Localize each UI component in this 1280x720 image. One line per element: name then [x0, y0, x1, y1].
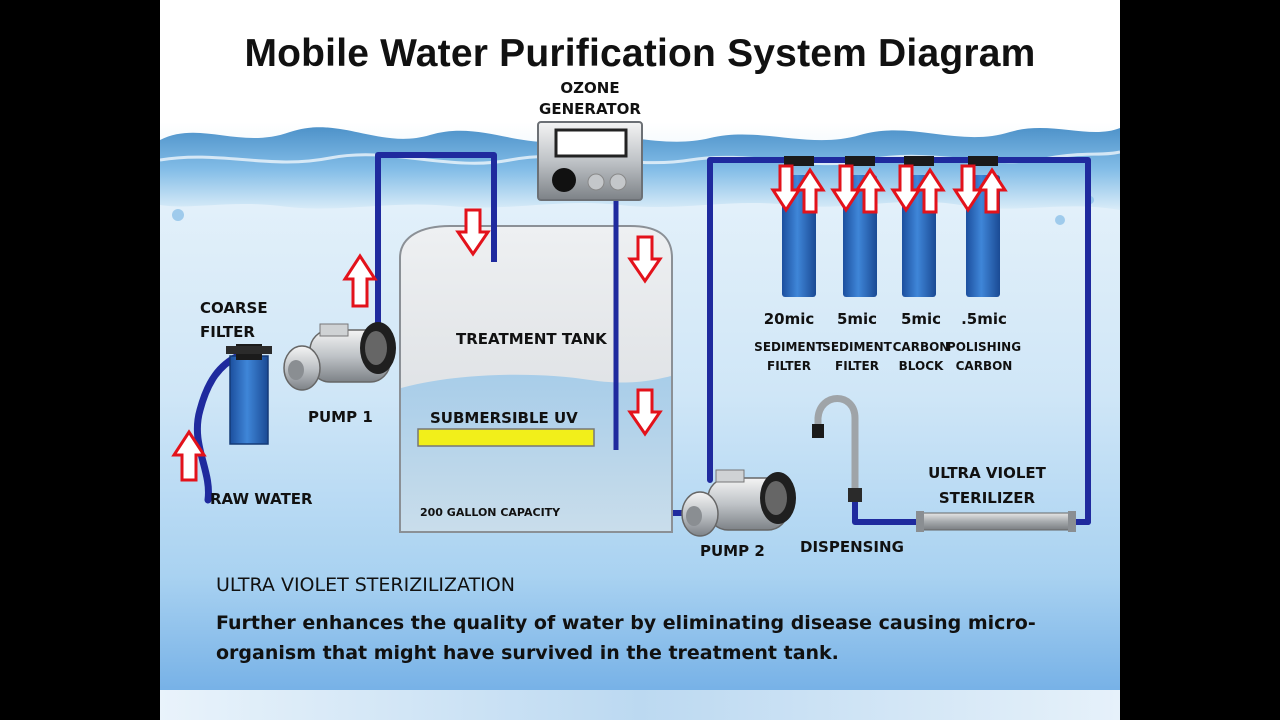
- filter-1-type-line2: FILTER: [767, 359, 811, 373]
- arrow-up-icon: [342, 253, 378, 308]
- diagram-title: Mobile Water Purification System Diagram: [244, 32, 1036, 75]
- slide: Mobile Water Purification System Diagram…: [160, 0, 1120, 720]
- arrow-down-icon: [627, 388, 663, 437]
- coarse-label-line1: COARSE: [200, 299, 268, 317]
- description-line2: organism that might have survived in the…: [216, 642, 839, 664]
- dispensing-label: DISPENSING: [800, 538, 904, 556]
- filter-2-type-line1: SEDIMENT: [822, 340, 892, 354]
- pump-2: [681, 469, 796, 537]
- uv-sterilizer-label: ULTRA VIOLET STERILIZER: [912, 461, 1062, 511]
- bubble: [1055, 215, 1065, 225]
- arrow-up-icon: [794, 167, 826, 214]
- flow-arrows: [171, 164, 1008, 482]
- coarse-label-line2: FILTER: [200, 323, 255, 341]
- filter-4-type: POLISHING CARBON: [946, 338, 1022, 376]
- filter-2-size: 5mic: [836, 310, 878, 328]
- dispensing-faucet: [812, 395, 862, 502]
- arrow-down-icon: [627, 235, 663, 284]
- filter-1-type-line1: SEDIMENT: [754, 340, 824, 354]
- pump-2-label: PUMP 2: [700, 542, 765, 560]
- raw-water-hose: [193, 352, 242, 504]
- submersible-uv-label: SUBMERSIBLE UV: [430, 409, 578, 427]
- treatment-tank-label: TREATMENT TANK: [456, 330, 607, 348]
- footer-band: [160, 690, 1120, 720]
- filter-1-size: 20mic: [763, 310, 815, 328]
- filter-4-type-line2: CARBON: [955, 359, 1013, 373]
- submersible-uv-lamp: [417, 428, 595, 447]
- bubble: [172, 209, 184, 221]
- raw-water-label: RAW WATER: [210, 490, 313, 508]
- filter-3-size: 5mic: [900, 310, 942, 328]
- arrow-down-icon: [952, 164, 984, 213]
- arrow-down-icon: [770, 164, 802, 213]
- ozone-label-line1: OZONE: [560, 79, 620, 97]
- ozone-button: [609, 173, 627, 191]
- ozone-generator-label: OZONE GENERATOR: [530, 78, 650, 120]
- tank-capacity-label: 200 GALLON CAPACITY: [420, 506, 561, 519]
- ozone-display: [554, 128, 628, 158]
- description-heading: ULTRA VIOLET STERIZILIZATION: [216, 574, 515, 596]
- uv-sterilizer: [916, 511, 1076, 532]
- arrow-up-icon: [914, 167, 946, 214]
- pump-1-label: PUMP 1: [308, 408, 373, 426]
- ozone-label-line2: GENERATOR: [539, 100, 641, 118]
- pipe-pump1-to-tank: [375, 152, 497, 333]
- pump-1: [283, 322, 396, 391]
- ozone-button: [587, 173, 605, 191]
- ozone-generator: [537, 121, 643, 201]
- uv-sterilizer-label-line1: ULTRA VIOLET: [928, 464, 1046, 482]
- filter-3-type: CARBON BLOCK: [886, 338, 956, 376]
- filter-2-type: SEDIMENT FILTER: [822, 338, 892, 376]
- tank-water: [401, 374, 671, 531]
- filter-4-type-line1: POLISHING: [946, 340, 1022, 354]
- pipe-filter-loop: [707, 157, 1091, 525]
- arrow-down-icon: [890, 164, 922, 213]
- arrow-down-icon: [455, 208, 491, 257]
- treatment-tank: [399, 225, 673, 533]
- description-body: Further enhances the quality of water by…: [216, 608, 1096, 668]
- filter-2-type-line2: FILTER: [835, 359, 879, 373]
- arrow-up-icon: [854, 167, 886, 214]
- uv-sterilizer-label-line2: STERILIZER: [938, 489, 1036, 507]
- arrow-down-icon: [830, 164, 862, 213]
- coarse-filter: [226, 344, 272, 445]
- arrow-up-icon: [171, 429, 207, 482]
- ozone-knob: [552, 168, 576, 192]
- coarse-filter-label: COARSE FILTER: [200, 296, 268, 344]
- filter-3-type-line1: CARBON: [892, 340, 950, 354]
- filter-1-type: SEDIMENT FILTER: [754, 338, 824, 376]
- filter-4-size: .5mic: [961, 310, 1007, 328]
- arrow-up-icon: [976, 167, 1008, 214]
- description-line1: Further enhances the quality of water by…: [216, 612, 1036, 634]
- pipe-to-dispensing: [852, 492, 923, 525]
- filter-3-type-line2: BLOCK: [898, 359, 944, 373]
- system-diagram: [160, 0, 1120, 720]
